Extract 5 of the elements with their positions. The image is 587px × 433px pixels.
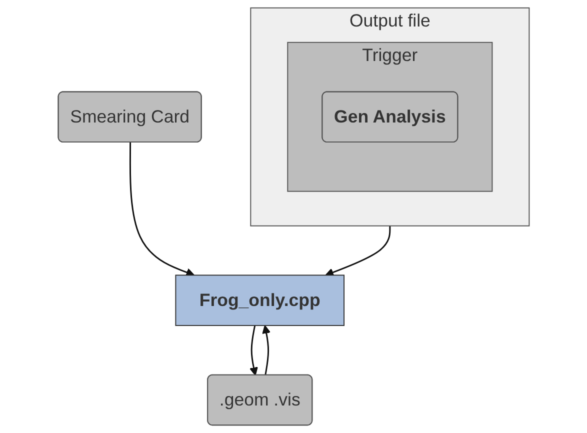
arrow xyxy=(262,325,270,376)
arrow xyxy=(249,325,258,376)
node-box: Frog_only.cpp xyxy=(174,274,344,326)
arrow xyxy=(324,226,390,276)
arrow xyxy=(129,142,194,276)
